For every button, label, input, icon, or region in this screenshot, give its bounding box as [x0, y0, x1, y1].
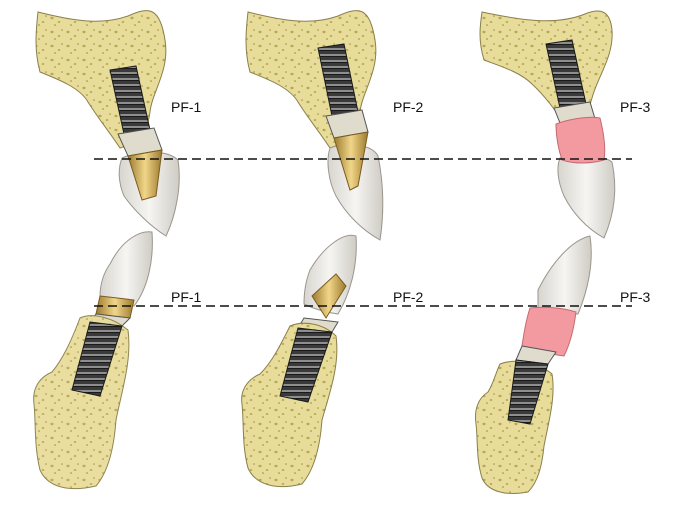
upper-implant-2 [317, 43, 369, 191]
upper-crown-2 [327, 144, 384, 241]
label-upper-pf3: PF-3 [620, 99, 651, 115]
lower-implant-3 [507, 345, 557, 425]
label-upper-pf1: PF-1 [171, 99, 202, 115]
label-lower-pf2: PF-2 [393, 289, 424, 305]
upper-implant-3 [545, 39, 606, 164]
upper-implant-1 [109, 65, 163, 201]
upper-crown-3 [557, 154, 616, 239]
lower-implant-1-threads [71, 321, 123, 397]
label-upper-pf2: PF-2 [393, 99, 424, 115]
lower-crown-1 [99, 231, 153, 307]
label-lower-pf3: PF-3 [620, 289, 651, 305]
label-lower-pf1: PF-1 [171, 289, 202, 305]
lower-implant-2-threads [279, 327, 333, 403]
upper-pink-gingiva-3 [555, 116, 606, 164]
lower-crown-3 [537, 235, 592, 315]
lower-pink-gingiva-3 [521, 306, 577, 357]
